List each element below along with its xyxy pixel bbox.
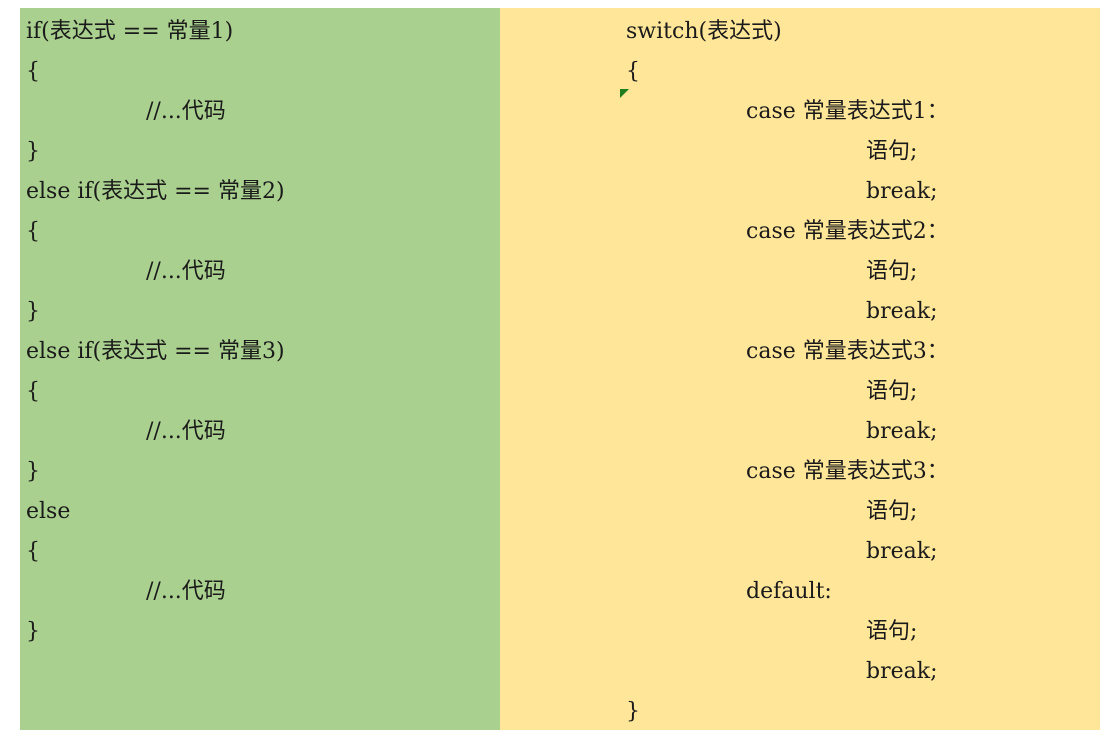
open-brace: { (626, 59, 640, 84)
break-line: break; (866, 179, 938, 204)
close-brace: } (26, 139, 40, 164)
case-line: case 常量表达式2： (746, 219, 949, 244)
break-line: break; (866, 299, 938, 324)
open-brace: { (26, 539, 40, 564)
open-brace: { (26, 59, 40, 84)
open-brace: { (26, 379, 40, 404)
statement-line: 语句; (866, 259, 918, 284)
statement-line: 语句; (866, 379, 918, 404)
code-comment: //...代码 (146, 419, 226, 444)
close-brace: } (26, 459, 40, 484)
case-line: case 常量表达式3： (746, 339, 949, 364)
break-line: break; (866, 539, 938, 564)
close-brace: } (626, 699, 640, 724)
code-comment: //...代码 (146, 259, 226, 284)
open-brace: { (26, 219, 40, 244)
case-line: case 常量表达式3： (746, 459, 949, 484)
default-line: default: (746, 579, 832, 604)
else-line: else (26, 499, 71, 524)
statement-line: 语句; (866, 499, 918, 524)
close-brace: } (26, 619, 40, 644)
statement-line: 语句; (866, 619, 918, 644)
break-line: break; (866, 659, 938, 684)
cell-comment-marker-icon (620, 89, 629, 98)
if-line: if(表达式 == 常量1) (26, 19, 234, 44)
else-if-line: else if(表达式 == 常量3) (26, 339, 285, 364)
else-if-line: else if(表达式 == 常量2) (26, 179, 285, 204)
if-else-panel: if(表达式 == 常量1) { //...代码 } else if(表达式 =… (20, 8, 500, 730)
code-comparison-sheet: if(表达式 == 常量1) { //...代码 } else if(表达式 =… (20, 8, 1100, 730)
close-brace: } (26, 299, 40, 324)
statement-line: 语句; (866, 139, 918, 164)
code-comment: //...代码 (146, 579, 226, 604)
switch-line: switch(表达式) (626, 19, 782, 44)
switch-panel: switch(表达式) { case 常量表达式1： 语句; break; ca… (500, 8, 1100, 730)
code-comment: //...代码 (146, 99, 226, 124)
break-line: break; (866, 419, 938, 444)
case-line: case 常量表达式1： (746, 99, 949, 124)
